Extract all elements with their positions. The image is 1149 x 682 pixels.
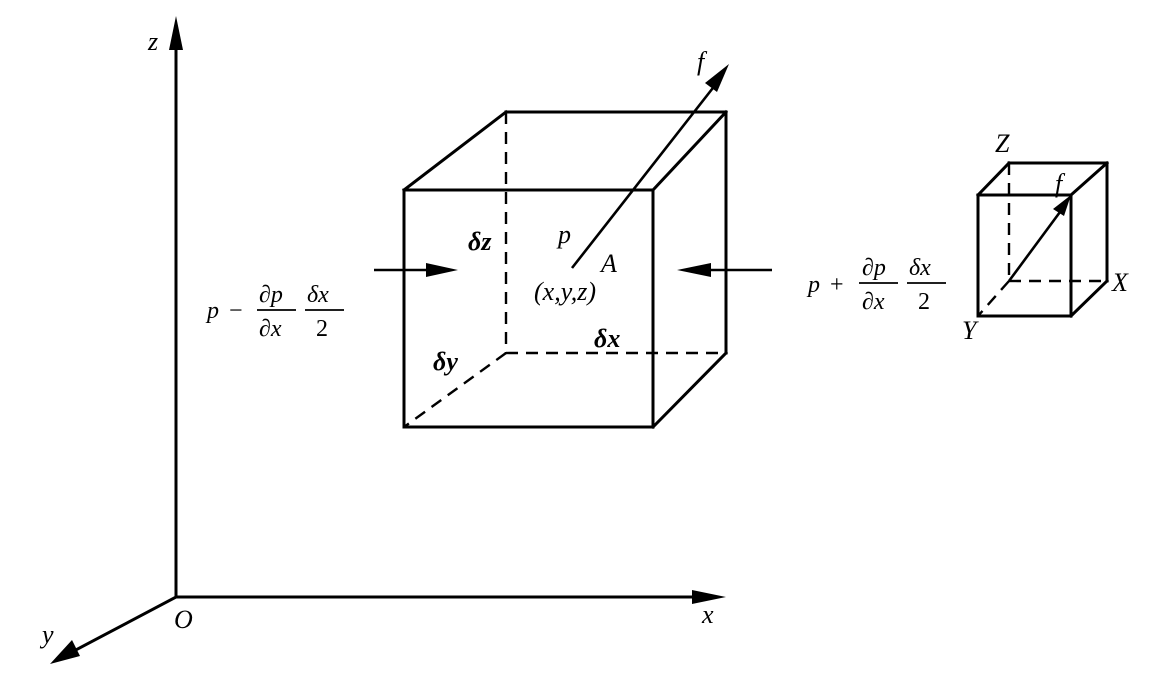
right-pressure-dx: ∂x: [862, 289, 885, 315]
left-pressure-dx: ∂x: [259, 316, 282, 342]
coordinates-label: (x,y,z): [534, 277, 596, 306]
cube-bottom-right-edge: [650, 350, 729, 430]
x-axis-label: x: [701, 600, 714, 629]
cube-front-face: [402, 188, 655, 429]
delta-x-label: δx: [594, 324, 620, 353]
origin-label: O: [174, 605, 193, 634]
small-cube-bottom-right-edge: [1068, 278, 1110, 319]
z-axis-arrowhead: [169, 16, 183, 50]
small-cube-y-label: Y: [962, 316, 979, 345]
z-axis-label: z: [147, 27, 158, 56]
left-pressure-arrowhead: [426, 263, 458, 277]
delta-z-label: δz: [468, 227, 492, 256]
cube-top-left-edge: [401, 109, 509, 193]
pressure-arrows: [374, 263, 772, 277]
coordinate-axes: z x y O: [39, 16, 726, 664]
small-cube-front-face: [976, 193, 1073, 318]
small-cube-force-arrowhead: [1053, 195, 1071, 216]
small-cube-z-label: Z: [995, 129, 1010, 158]
x-axis-arrowhead: [692, 590, 726, 604]
right-pressure-delta-x: δx: [909, 255, 931, 281]
right-pressure-arrowhead: [677, 263, 711, 277]
pressure-label: p: [556, 220, 571, 249]
right-pressure-operator: +: [830, 272, 844, 298]
y-axis: [69, 594, 179, 655]
cube-hidden-depth-edge: [403, 352, 507, 428]
right-pressure-dp: ∂p: [862, 255, 886, 281]
small-cube-top-left-edge: [975, 160, 1012, 198]
small-cube-hidden-depth-edge: [977, 280, 1010, 317]
y-axis-arrowhead: [50, 640, 80, 664]
left-pressure-expression: p − ∂p ∂x δx 2: [205, 282, 344, 342]
left-pressure-delta-x: δx: [307, 282, 329, 308]
right-pressure-p: p: [806, 272, 820, 298]
force-label: f: [697, 47, 708, 76]
fluid-element-cube: f δz p A (x,y,z) δy δx: [401, 47, 729, 430]
right-pressure-expression: p + ∂p ∂x δx 2: [806, 255, 946, 315]
small-cube-top-right-edge: [1068, 160, 1110, 198]
cube-top-right-edge: [650, 109, 729, 193]
left-pressure-dp: ∂p: [259, 282, 283, 308]
left-pressure-operator: −: [229, 298, 243, 324]
delta-y-label: δy: [433, 347, 458, 376]
point-a-label: A: [599, 249, 617, 278]
y-axis-label: y: [39, 620, 54, 649]
force-vector-line: [570, 83, 718, 269]
small-cube-force-line: [1007, 211, 1062, 282]
force-vector-arrowhead: [705, 64, 729, 92]
small-reference-cube: Z f X Y: [962, 129, 1129, 345]
left-pressure-two: 2: [316, 316, 328, 342]
small-cube-x-label: X: [1111, 268, 1129, 297]
right-pressure-two: 2: [918, 289, 930, 315]
left-pressure-p: p: [205, 298, 219, 324]
small-cube-force-label: f: [1055, 169, 1066, 198]
